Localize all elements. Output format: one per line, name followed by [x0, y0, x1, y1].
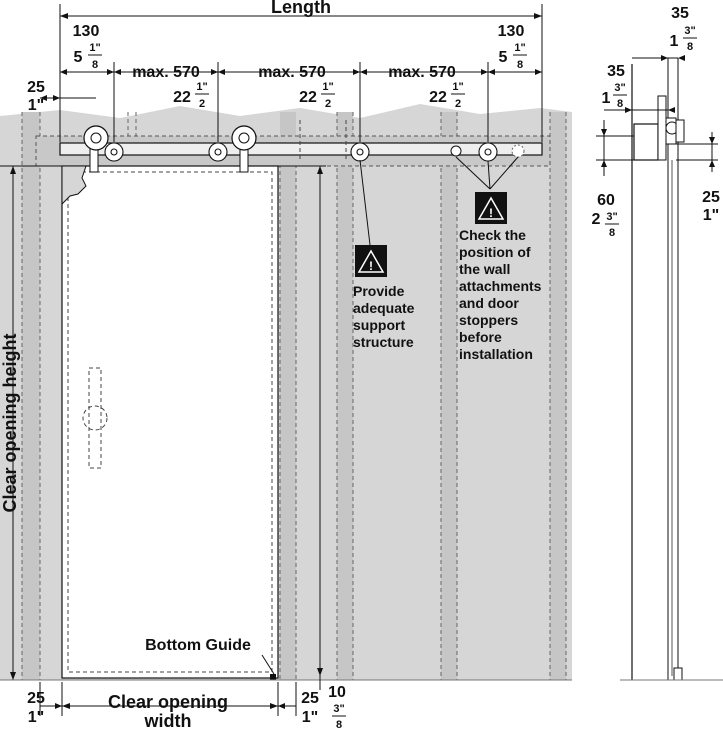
svg-text:!: !	[489, 206, 493, 220]
length-dimension: Length	[59, 0, 543, 142]
end-offset-right: 130 5 1" 8	[498, 23, 527, 71]
svg-text:22: 22	[429, 89, 447, 106]
svg-text:1": 1"	[452, 81, 463, 93]
svg-text:130: 130	[498, 23, 525, 40]
svg-text:25: 25	[702, 189, 720, 206]
svg-text:10: 10	[328, 684, 346, 701]
svg-text:3": 3"	[333, 703, 344, 715]
svg-text:1": 1"	[28, 709, 44, 726]
track-rail	[59, 142, 543, 156]
svg-text:3": 3"	[614, 82, 625, 94]
svg-text:max. 570: max. 570	[258, 64, 326, 81]
check-note-line-6: stoppers	[459, 312, 518, 328]
max-spacing-3: max. 570 22 1" 2	[388, 64, 465, 110]
side-view	[620, 58, 723, 681]
end-offset-left: 130 5 1" 8	[73, 23, 102, 71]
side-height-dim: 60 2 3" 8	[592, 120, 634, 239]
wall-studs	[22, 112, 566, 680]
max-spacing-1: max. 570 22 1" 2	[132, 64, 209, 110]
svg-text:1": 1"	[322, 81, 333, 93]
wall-gap-bottom-right: 25 1"	[301, 690, 319, 726]
svg-text:25: 25	[27, 690, 45, 707]
svg-text:22: 22	[173, 89, 191, 106]
spacing-dimensions	[60, 62, 542, 142]
length-label: Length	[271, 0, 331, 17]
support-note-line-2: adequate	[353, 300, 415, 316]
svg-text:1": 1"	[514, 42, 525, 54]
check-note-line-7: before	[459, 329, 502, 345]
wall-attachments	[104, 142, 498, 162]
svg-text:2: 2	[455, 98, 461, 110]
warning-check: ! Check the position of the wall attachm…	[455, 156, 542, 362]
check-note-line-5: and door	[459, 295, 519, 311]
clear-opening-height-dim: Clear opening height	[0, 165, 62, 680]
door-handle	[82, 367, 108, 469]
svg-text:22: 22	[299, 89, 317, 106]
svg-text:3": 3"	[606, 211, 617, 223]
svg-text:8: 8	[92, 59, 98, 71]
svg-text:8: 8	[617, 98, 623, 110]
door-height-dim	[278, 165, 326, 676]
door-hanger-right	[231, 125, 257, 173]
warning-support: ! Provide adequate support structure	[353, 159, 415, 350]
svg-text:1": 1"	[89, 42, 100, 54]
clear-opening-width-dim: Clear opening width	[39, 682, 297, 730]
support-note-line-3: support	[353, 317, 405, 333]
svg-text:2: 2	[592, 211, 601, 228]
svg-text:3": 3"	[684, 25, 695, 37]
svg-text:5: 5	[499, 49, 508, 66]
svg-text:25: 25	[27, 79, 45, 96]
check-note-line-2: position of	[459, 244, 531, 260]
svg-text:2: 2	[325, 98, 331, 110]
svg-text:max. 570: max. 570	[132, 64, 200, 81]
svg-text:max. 570: max. 570	[388, 64, 456, 81]
clear-opening-height-label: Clear opening height	[0, 333, 20, 512]
svg-text:8: 8	[609, 227, 615, 239]
wall-gap-top-left: 25 1"	[27, 79, 96, 114]
door-hanger-left	[83, 125, 109, 173]
wall-stud-dashes	[21, 112, 567, 680]
bottom-guide	[270, 674, 276, 680]
svg-text:1": 1"	[196, 81, 207, 93]
svg-text:Clear opening: Clear opening	[108, 692, 228, 712]
side-rail-dim: 35 1 3" 8	[602, 63, 675, 113]
check-note-line-4: attachments	[459, 278, 542, 294]
check-note-line-3: the wall	[459, 261, 510, 277]
svg-text:35: 35	[607, 63, 625, 80]
svg-text:width: width	[144, 711, 192, 730]
svg-text:8: 8	[687, 41, 693, 53]
svg-text:130: 130	[73, 23, 100, 40]
svg-text:8: 8	[517, 59, 523, 71]
support-note-line-4: structure	[353, 334, 414, 350]
svg-text:60: 60	[597, 192, 615, 209]
side-top-dim: 35 1 3" 8	[632, 5, 697, 61]
svg-text:1": 1"	[302, 709, 318, 726]
svg-text:1": 1"	[703, 207, 719, 224]
svg-text:2: 2	[199, 98, 205, 110]
svg-text:1": 1"	[28, 97, 44, 114]
svg-text:35: 35	[671, 5, 689, 22]
check-note-line-1: Check the	[459, 227, 526, 243]
support-note-line-1: Provide	[353, 283, 405, 299]
svg-text:1: 1	[602, 90, 611, 107]
door-panel	[61, 165, 279, 679]
side-gap-dim: 25 1"	[676, 132, 720, 224]
svg-text:25: 25	[301, 690, 319, 707]
svg-text:5: 5	[74, 49, 83, 66]
check-note-line-8: installation	[459, 346, 533, 362]
svg-text:8: 8	[336, 719, 342, 730]
wall-gap-bottom-left: 25 1"	[27, 690, 45, 726]
max-spacing-2: max. 570 22 1" 2	[258, 64, 335, 110]
door-stopper	[450, 144, 525, 158]
bottom-guide-label: Bottom Guide	[145, 637, 251, 654]
svg-text:!: !	[369, 259, 373, 273]
floor-gap: 10 3" 8	[319, 676, 346, 730]
svg-text:1: 1	[670, 33, 679, 50]
